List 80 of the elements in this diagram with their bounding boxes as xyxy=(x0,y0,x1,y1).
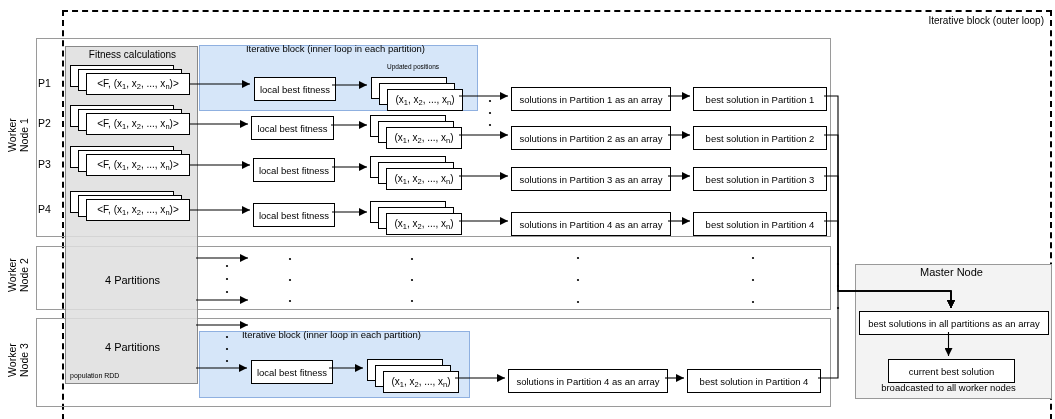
panel-title: Master Node xyxy=(919,266,984,279)
partition-label: P2 xyxy=(38,117,52,130)
arrow xyxy=(667,217,691,225)
arrow xyxy=(458,217,509,225)
tuple-text: (x$_{1}$, x$_{2}$, ..., x$_{n}$) xyxy=(393,218,455,230)
arrow xyxy=(458,172,509,180)
arrow xyxy=(944,331,953,357)
partition-label: P1 xyxy=(38,77,52,90)
arrow xyxy=(667,92,691,100)
process-box: current best solution xyxy=(888,359,1015,383)
process-box: solutions in Partition 4 as an array xyxy=(508,369,668,393)
tuple-text: <F, (x$_{1}$, x$_{2}$, ..., x$_{n}$)> xyxy=(96,118,180,130)
process-box: solutions in Partition 4 as an array xyxy=(511,212,671,236)
arrow xyxy=(195,254,249,262)
tuple-text: <F, (x$_{1}$, x$_{2}$, ..., x$_{n}$)> xyxy=(96,159,180,171)
stacked-cards xyxy=(370,201,462,235)
arrow xyxy=(330,121,368,129)
process-box: local best fitness xyxy=(251,116,334,140)
process-box: solutions in Partition 3 as an array xyxy=(511,167,671,191)
arrow xyxy=(195,296,249,304)
tuple-text: (x$_{1}$, x$_{2}$, ..., x$_{n}$) xyxy=(393,132,455,144)
stacked-cards xyxy=(70,146,190,176)
process-box: best solution in Partition 4 xyxy=(687,369,821,393)
partition-count: 4 Partitions xyxy=(104,341,161,354)
process-box: local best fitness xyxy=(253,158,335,182)
panel-title: Worker Node 1 xyxy=(5,116,31,154)
arrow xyxy=(667,172,691,180)
tuple-text: (x$_{1}$, x$_{2}$, ..., x$_{n}$) xyxy=(390,376,452,388)
process-box: best solutions in all partitions as an array xyxy=(859,311,1049,335)
arrow xyxy=(331,163,368,171)
process-box: local best fitness xyxy=(254,77,336,101)
tuple-text: <F, (x$_{1}$, x$_{2}$, ..., x$_{n}$)> xyxy=(96,204,180,216)
tuple-text: (x$_{1}$, x$_{2}$, ..., x$_{n}$) xyxy=(394,94,456,106)
panel-title: Worker Node 3 xyxy=(5,341,31,379)
arrow xyxy=(667,131,691,139)
arrow xyxy=(331,81,368,89)
process-box: local best fitness xyxy=(251,360,333,384)
band-title: Iterative block (inner loop in each partition) xyxy=(241,330,422,341)
arrow xyxy=(328,364,364,372)
frame-title: Iterative block (outer loop) xyxy=(927,15,1044,27)
process-box: solutions in Partition 1 as an array xyxy=(511,87,671,111)
partition-count: 4 Partitions xyxy=(104,274,161,287)
stacked-cards xyxy=(70,105,190,135)
arrow xyxy=(331,208,368,216)
arrow xyxy=(189,161,251,169)
caption-text: broadcasted to all worker nodes xyxy=(880,383,1017,394)
arrow xyxy=(195,321,249,329)
partition-label: P4 xyxy=(38,203,52,216)
arrow xyxy=(458,131,509,139)
partition-label: P3 xyxy=(38,158,52,171)
process-box: best solution in Partition 2 xyxy=(693,126,827,150)
stacked-cards xyxy=(371,77,463,111)
arrow xyxy=(189,120,249,128)
stacked-cards xyxy=(370,156,462,190)
arrow xyxy=(189,80,251,88)
process-box: best solution in Partition 1 xyxy=(693,87,827,111)
process-box: best solution in Partition 3 xyxy=(693,167,827,191)
loop-band xyxy=(199,45,478,111)
column-heading: Fitness calculations xyxy=(87,49,178,61)
arrow xyxy=(189,206,251,214)
stacked-cards xyxy=(367,359,459,393)
tuple-text: (x$_{1}$, x$_{2}$, ..., x$_{n}$) xyxy=(393,173,455,185)
stacked-cards xyxy=(70,65,190,95)
process-box: solutions in Partition 2 as an array xyxy=(511,126,671,150)
arrow xyxy=(458,92,509,100)
tuple-text: <F, (x$_{1}$, x$_{2}$, ..., x$_{n}$)> xyxy=(96,78,180,90)
arrow xyxy=(454,374,506,382)
worker-node-panel xyxy=(36,318,831,407)
arrow xyxy=(664,374,685,382)
loop-band xyxy=(199,331,470,398)
stacked-cards xyxy=(370,115,462,149)
stacked-cards xyxy=(70,191,190,221)
master-node-panel xyxy=(855,264,1052,399)
panel-title: Worker Node 2 xyxy=(5,257,31,294)
arrow xyxy=(195,364,248,372)
arrow xyxy=(817,290,955,379)
band-title: Iterative block (inner loop in each partition) xyxy=(245,44,426,55)
worker-node-panel xyxy=(36,246,831,310)
process-box: best solution in Partition 4 xyxy=(693,212,827,236)
process-box: local best fitness xyxy=(253,203,335,227)
